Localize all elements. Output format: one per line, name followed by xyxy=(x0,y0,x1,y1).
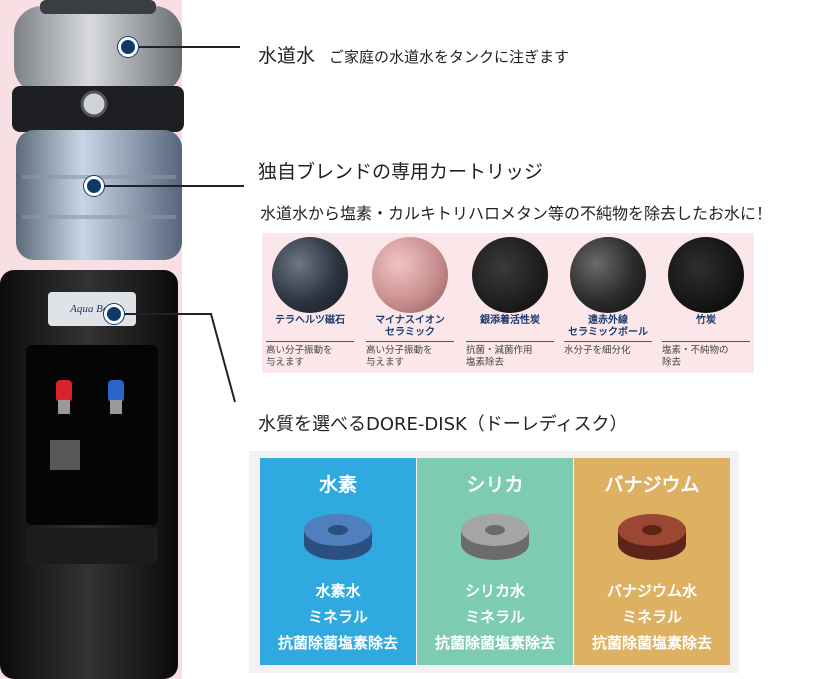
callout-dot-tap xyxy=(118,37,138,57)
cold-tap[interactable] xyxy=(108,380,124,402)
disk-vanadium: バナジウム バナジウム水 ミネラル 抗菌除菌塩素除去 xyxy=(574,458,730,665)
far-infrared-ceramic-image xyxy=(570,237,646,313)
cartridge-materials: テラヘルツ磁石 高い分子振動を与えます マイナスイオンセラミック 高い分子振動を… xyxy=(262,233,754,373)
disk-title: バナジウム xyxy=(604,474,700,496)
negative-ion-ceramic-image xyxy=(372,237,448,313)
tap-recess xyxy=(26,345,158,525)
silica-disk-image xyxy=(461,514,529,560)
disk-line-1: シリカ水 xyxy=(464,582,525,600)
activated-carbon-image xyxy=(472,237,548,313)
disk-line-2: ミネラル xyxy=(307,608,368,626)
mineral-far-infrared: 遠赤外線セラミックボール 水分子を細分化 xyxy=(562,233,654,373)
mineral-desc: 水分子を細分化 xyxy=(564,345,631,356)
vanadium-disk-image xyxy=(618,514,686,560)
warning-label xyxy=(50,440,80,470)
mineral-negative-ion: マイナスイオンセラミック 高い分子振動を与えます xyxy=(364,233,456,373)
callout-dot-disk xyxy=(104,304,124,324)
mineral-name: 銀添着活性炭 xyxy=(480,315,540,326)
tap-water-subtitle: ご家庭の水道水をタンクに注ぎます xyxy=(329,48,570,66)
tap-water-title: 水道水 xyxy=(258,45,316,67)
disk-hydrogen: 水素 水素水 ミネラル 抗菌除菌塩素除去 xyxy=(260,458,416,665)
mineral-name: 遠赤外線セラミックボール xyxy=(568,315,648,338)
disk-heading: 水質を選べるDORE-DISK（ドーレディスク） xyxy=(258,414,628,435)
mineral-name: 竹炭 xyxy=(696,315,716,326)
callout-line-disk-diag xyxy=(210,313,236,403)
disk-line-3: 抗菌除菌塩素除去 xyxy=(277,634,398,652)
mineral-terahertz: テラヘルツ磁石 高い分子振動を与えます xyxy=(264,233,356,373)
drip-tray xyxy=(26,528,158,564)
mineral-desc: 抗菌・減菌作用塩素除去 xyxy=(466,345,533,368)
hydrogen-disk-image xyxy=(304,514,372,560)
disk-title: 水素 xyxy=(318,474,357,496)
bamboo-charcoal-image xyxy=(668,237,744,313)
disk-line-1: 水素水 xyxy=(315,582,361,600)
cartridge-heading: 独自ブレンドの専用カートリッジ xyxy=(258,161,544,183)
callout-line-cartridge xyxy=(98,185,244,187)
water-tank xyxy=(16,130,182,260)
disk-title: シリカ xyxy=(466,474,524,496)
cartridge-subtitle: 水道水から塩素・カルキトリハロメタン等の不純物を除去したお水に！ xyxy=(260,204,773,223)
brand-logo: Aqua Bell xyxy=(69,303,114,315)
mineral-desc: 高い分子振動を与えます xyxy=(266,345,333,368)
disk-silica: シリカ シリカ水 ミネラル 抗菌除菌塩素除去 xyxy=(417,458,573,665)
mineral-desc: 高い分子振動を与えます xyxy=(366,345,433,368)
hot-tap[interactable] xyxy=(56,380,72,402)
callout-dot-cartridge xyxy=(84,176,104,196)
mineral-name: マイナスイオンセラミック xyxy=(375,315,445,338)
disk-line-3: 抗菌除菌塩素除去 xyxy=(434,634,555,652)
mineral-name: テラヘルツ磁石 xyxy=(275,315,345,326)
disk-line-1: バナジウム水 xyxy=(606,582,697,600)
terahertz-magnet-image xyxy=(272,237,348,313)
callout-line-disk-h xyxy=(116,313,212,315)
callout-line-tap xyxy=(128,46,240,48)
tank-lid xyxy=(14,6,182,94)
disk-line-3: 抗菌除菌塩素除去 xyxy=(591,634,712,652)
mineral-bamboo-charcoal: 竹炭 塩素・不純物の除去 xyxy=(660,233,752,373)
water-dispenser-image: Aqua Bell xyxy=(0,0,184,679)
mineral-desc: 塩素・不純物の除去 xyxy=(662,345,729,368)
tap-water-heading: 水道水ご家庭の水道水をタンクに注ぎます xyxy=(258,41,569,68)
disk-line-2: ミネラル xyxy=(464,608,525,626)
mineral-activated-carbon: 銀添着活性炭 抗菌・減菌作用塩素除去 xyxy=(464,233,556,373)
disk-line-2: ミネラル xyxy=(621,608,682,626)
